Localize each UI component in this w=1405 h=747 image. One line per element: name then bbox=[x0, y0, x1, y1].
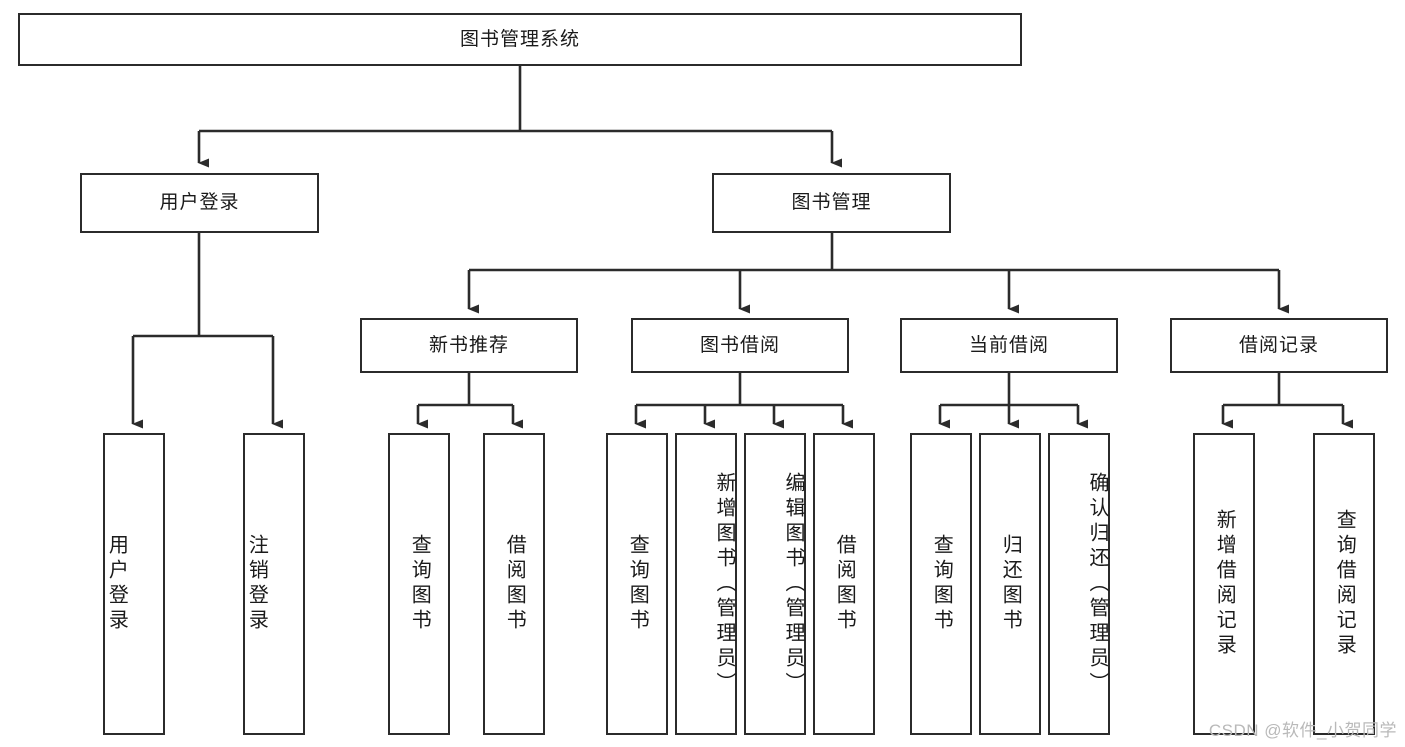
leaf-borrow-book-recommend[interactable]: 借阅图书 bbox=[483, 433, 545, 735]
leaf-return-book[interactable]: 归还图书 bbox=[979, 433, 1041, 735]
node-book-management[interactable]: 图书管理 bbox=[712, 173, 951, 233]
leaf-add-borrow-record[interactable]: 新增借阅记录 bbox=[1193, 433, 1255, 735]
leaf-logout[interactable]: 注销登录 bbox=[243, 433, 305, 735]
node-book-borrow[interactable]: 图书借阅 bbox=[631, 318, 849, 373]
leaf-add-book-admin[interactable]: 新增图书（管理员） bbox=[675, 433, 737, 735]
node-current-borrow[interactable]: 当前借阅 bbox=[900, 318, 1118, 373]
leaf-user-login[interactable]: 用户登录 bbox=[103, 433, 165, 735]
leaf-query-book-current[interactable]: 查询图书 bbox=[910, 433, 972, 735]
node-user-login[interactable]: 用户登录 bbox=[80, 173, 319, 233]
node-borrow-record[interactable]: 借阅记录 bbox=[1170, 318, 1388, 373]
leaf-confirm-return-admin[interactable]: 确认归还（管理员） bbox=[1048, 433, 1110, 735]
leaf-query-book-borrow[interactable]: 查询图书 bbox=[606, 433, 668, 735]
leaf-query-borrow-record[interactable]: 查询借阅记录 bbox=[1313, 433, 1375, 735]
leaf-borrow-book[interactable]: 借阅图书 bbox=[813, 433, 875, 735]
node-new-book-recommend[interactable]: 新书推荐 bbox=[360, 318, 578, 373]
node-root-book-management-system[interactable]: 图书管理系统 bbox=[18, 13, 1022, 66]
leaf-edit-book-admin[interactable]: 编辑图书（管理员） bbox=[744, 433, 806, 735]
leaf-query-book-recommend[interactable]: 查询图书 bbox=[388, 433, 450, 735]
